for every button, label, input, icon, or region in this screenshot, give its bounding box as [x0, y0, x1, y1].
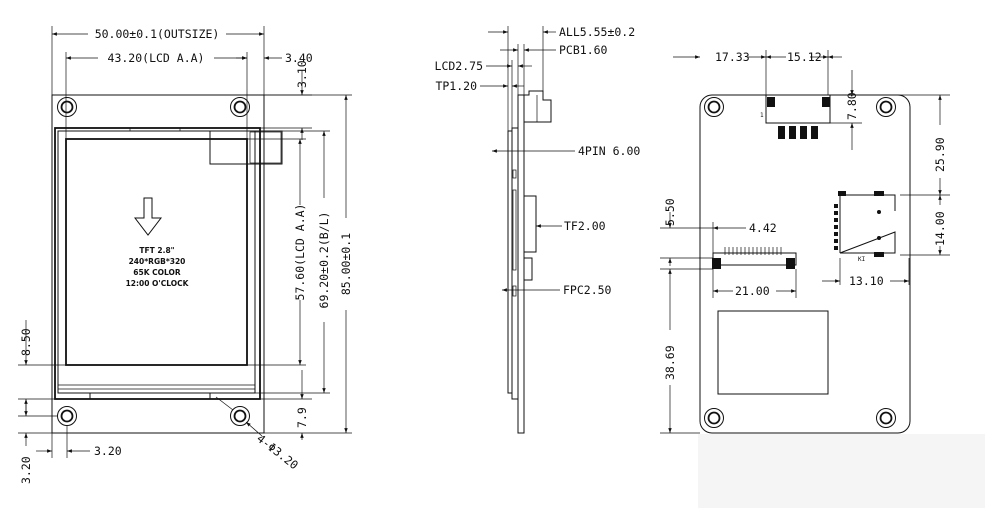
back-4pin-connector: 1	[760, 94, 831, 139]
dim-left-8-50: 8.50	[19, 328, 33, 356]
back-mounting-holes	[704, 97, 896, 428]
lcd-label-line-1: TFT 2.8"	[139, 246, 174, 255]
front-view: TFT 2.8" 240*RGB*320 65K COLOR 12:00 O'C…	[18, 26, 353, 484]
dim-back-4-42: 4.42	[749, 221, 777, 235]
side-tf-slot	[523, 195, 537, 253]
dim-bl-height: 69.20±0.2(B/L)	[317, 212, 331, 309]
lcd-label-line-3: 65K COLOR	[133, 268, 181, 277]
lcd-corner-tab	[209, 130, 283, 165]
corner-overlay	[698, 434, 985, 508]
dim-back-21-00: 21.00	[735, 284, 770, 298]
front-mounting-holes	[57, 97, 250, 426]
dim-side-lcd: LCD2.75	[435, 59, 483, 73]
dim-back-38-69: 38.69	[663, 345, 677, 380]
fpc-tab	[89, 392, 211, 400]
side-view: ALL5.55±0.2 PCB1.60 LCD2.75 TP1.20 4PIN …	[435, 25, 640, 434]
back-fpc-connector	[712, 247, 797, 269]
dim-hole-offset-x: 3.20	[94, 444, 122, 458]
side-4pin-connector	[524, 90, 552, 123]
dim-side-pcb: PCB1.60	[559, 43, 608, 57]
side-pcb	[517, 94, 525, 434]
back-tf-label: KI	[858, 256, 866, 263]
back-conn-pin1-label: 1	[760, 112, 764, 119]
side-fpc-connector	[523, 257, 533, 281]
dim-right-margin: 3.40	[285, 51, 313, 65]
back-view: 1 17.33 15.12 7.80 25.90	[660, 50, 950, 434]
dim-back-25-90: 25.90	[933, 137, 947, 172]
dim-side-tf: TF2.00	[564, 219, 606, 233]
dim-back-5-50: 5.50	[663, 198, 677, 226]
back-tf-slot: KI	[834, 191, 896, 263]
dim-bottom-7-9: 7.9	[295, 407, 309, 428]
dim-side-fpc: FPC2.50	[563, 283, 612, 297]
dim-back-7-80: 7.80	[845, 92, 859, 120]
dim-back-17-33: 17.33	[715, 50, 750, 64]
dim-hole-offset-y: 3.20	[19, 456, 33, 484]
back-board-outline	[699, 94, 911, 434]
side-tp	[507, 130, 513, 394]
dim-lcd-aa-width: 43.20(LCD A.A)	[108, 51, 205, 65]
dim-back-14-00: 14.00	[933, 211, 947, 246]
back-ic-outline	[717, 310, 829, 395]
lcd-active-area	[65, 138, 248, 366]
dim-holes-callout: 4-Φ3.20	[254, 431, 301, 472]
dim-side-4pin: 4PIN 6.00	[578, 144, 640, 158]
dim-top-margin: 3.10	[295, 60, 309, 88]
dim-lcd-aa-height: 57.60(LCD A.A)	[293, 204, 307, 301]
dim-outsize-width: 50.00±0.1(OUTSIZE)	[95, 27, 220, 41]
viewing-arrow-icon	[133, 197, 163, 236]
dim-back-15-12: 15.12	[787, 50, 822, 64]
lcd-label-line-2: 240*RGB*320	[129, 257, 186, 266]
dim-back-13-10: 13.10	[849, 274, 884, 288]
dim-total-height: 85.00±0.1	[339, 233, 353, 295]
lcd-label-line-4: 12:00 O'CLOCK	[126, 279, 190, 288]
dim-side-tp: TP1.20	[435, 79, 477, 93]
front-board-outline	[51, 94, 265, 434]
dim-side-all: ALL5.55±0.2	[559, 25, 635, 39]
